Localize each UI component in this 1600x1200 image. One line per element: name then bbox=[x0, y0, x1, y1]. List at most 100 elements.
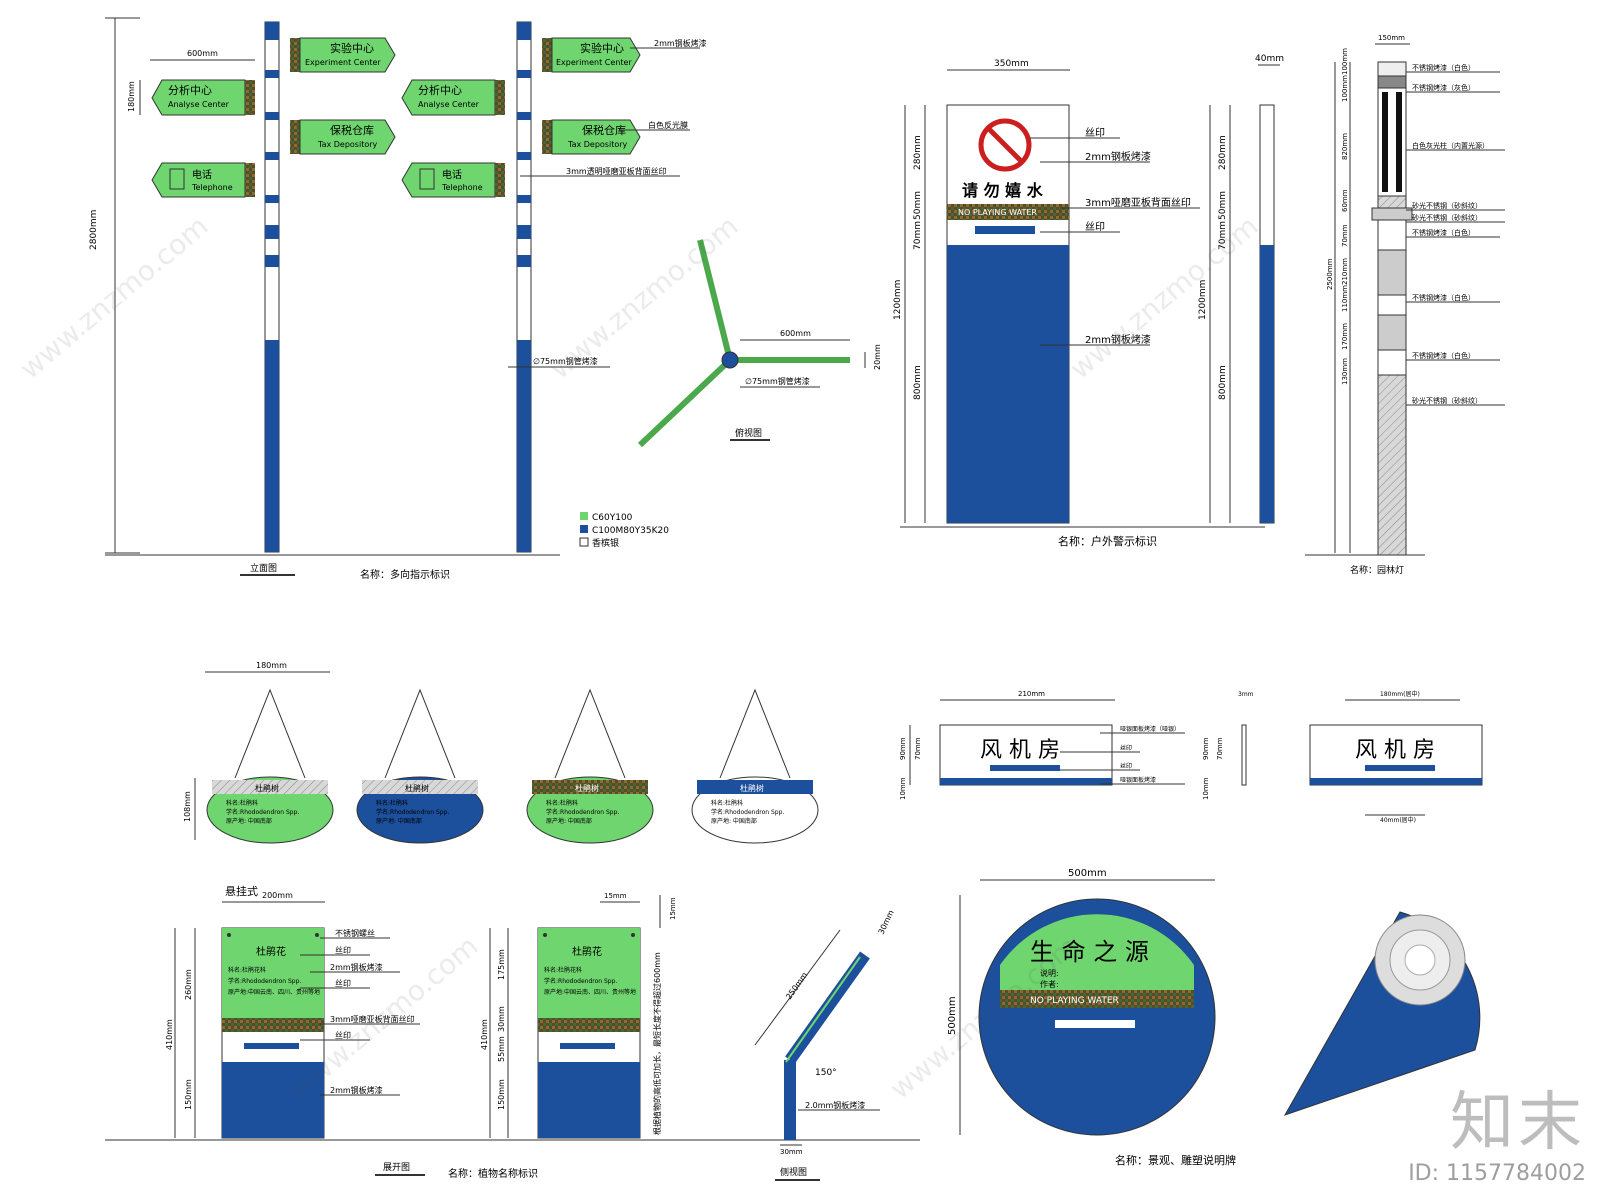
callout: 丝印 bbox=[1085, 221, 1105, 233]
section-name: 名称：户外警示标识 bbox=[1058, 534, 1157, 548]
sign-experiment: 实验中心 Experiment Center bbox=[290, 37, 396, 73]
hanging-signs: 180mm 108mm 杜鹃树 科名:杜鹃科 学名:Rhododendron S… bbox=[183, 661, 819, 844]
dim-label: 60mm bbox=[1341, 189, 1349, 212]
callout: 2mm钢板烤漆 bbox=[654, 38, 707, 48]
dim-label: 50mm bbox=[913, 191, 923, 220]
callout: 丝印 bbox=[1120, 762, 1132, 770]
oval-line: 学名:Rhododendron Spp. bbox=[376, 808, 449, 816]
section-name: 名称：园林灯 bbox=[1350, 564, 1404, 576]
sign-cn: 分析中心 bbox=[418, 83, 462, 97]
callout: 2mm钢板烤漆 bbox=[330, 962, 383, 972]
plant-line: 原产地:中国云南、四川、贵州等地 bbox=[544, 988, 636, 996]
plant-line: 学名:Rhododendron Spp. bbox=[544, 977, 617, 985]
sculpture-title: 生 命 之 源 bbox=[1030, 938, 1149, 966]
signpost-top-view: 600mm 20mm ∅75mm钢管烤漆 俯视图 bbox=[637, 239, 882, 448]
sign-en: Telephone bbox=[191, 183, 233, 192]
dim-label: 70mm bbox=[1218, 221, 1228, 250]
callout: 不锈钢烤漆（灰色） bbox=[1412, 83, 1475, 92]
signpost-right: 实验中心 Experiment Center 分析中心 Analyse Cent… bbox=[401, 21, 707, 553]
height-dimension: 2800mm bbox=[89, 17, 140, 554]
dim-label: 3mm bbox=[1238, 691, 1254, 698]
dim-label: 210mm bbox=[1018, 690, 1045, 698]
oval-line: 学名:Rhododendron Spp. bbox=[546, 808, 619, 816]
sign-en: Tax Depository bbox=[317, 140, 378, 149]
dim-label: 30mm bbox=[780, 1148, 803, 1156]
oval-line: 科名:杜鹃科 bbox=[546, 799, 578, 807]
oval-title: 杜鹃树 bbox=[405, 783, 429, 793]
dim-label: 600mm bbox=[780, 329, 811, 338]
dim-label: 600mm bbox=[187, 49, 218, 58]
dim-label: 800mm bbox=[913, 365, 923, 400]
dim-label: 70mm bbox=[1341, 224, 1349, 247]
sculpture-band: NO PLAYING WATER bbox=[1030, 996, 1119, 1006]
oval-line: 科名:杜鹃科 bbox=[711, 799, 743, 807]
watermark-logo: 知末 bbox=[1450, 1086, 1586, 1160]
dim-label: 10mm bbox=[899, 777, 907, 800]
dim-label: 130mm bbox=[1341, 358, 1349, 385]
callout: 不锈钢螺丝 bbox=[335, 928, 375, 938]
callout: 2mm钢板烤漆 bbox=[1085, 333, 1151, 346]
sign-cn: 实验中心 bbox=[330, 41, 374, 55]
dim-label: 180mm(居中) bbox=[1380, 690, 1420, 698]
sign-cn: 实验中心 bbox=[580, 41, 624, 55]
callout: ∅75mm钢管烤漆 bbox=[533, 356, 598, 366]
sign-en: Analyse Center bbox=[168, 100, 230, 109]
dim-label: 50mm bbox=[1218, 191, 1228, 220]
callout: 丝印 bbox=[335, 1030, 351, 1040]
dim-label: 20mm bbox=[873, 344, 882, 370]
plant-line: 科名:杜鹃花科 bbox=[228, 966, 266, 974]
callout: 白色反光膜 bbox=[648, 120, 688, 130]
dim-label: 10mm bbox=[1202, 777, 1210, 800]
callout: 砂光不锈钢（砂斜纹） bbox=[1412, 213, 1482, 222]
sign-cn: 电话 bbox=[192, 168, 212, 181]
callout: 哑银面板烤漆 bbox=[1120, 776, 1156, 784]
sign-analyse: 分析中心 Analyse Center bbox=[401, 79, 505, 116]
callout: 根据植物的高低可加长，最短长度不得超过600mm bbox=[652, 952, 662, 1135]
room-text: 风 机 房 bbox=[980, 738, 1060, 763]
dim-label: 350mm bbox=[994, 59, 1029, 69]
dim-label: 800mm bbox=[1218, 365, 1228, 400]
dim-label: 30mm bbox=[877, 909, 896, 936]
dim-label: 55mm bbox=[497, 1036, 506, 1062]
oval-line: 科名:杜鹃科 bbox=[376, 799, 408, 807]
callout: 不锈钢烤漆（白色） bbox=[1412, 293, 1475, 302]
phone-icon bbox=[419, 168, 435, 190]
dim-label: 180mm bbox=[127, 81, 136, 112]
sculpture-line: 作者: bbox=[1040, 979, 1059, 989]
svg-text:www.znzmo.com: www.znzmo.com bbox=[13, 209, 214, 385]
dim-label: 200mm bbox=[262, 891, 293, 900]
dim-label: 175mm bbox=[497, 949, 506, 980]
plant-line: 科名:杜鹃花科 bbox=[544, 966, 582, 974]
legend-green: C60Y100 bbox=[592, 513, 633, 523]
dim-label: 500mm bbox=[947, 996, 958, 1035]
signpost-left: 实验中心 Experiment Center 分析中心 Analyse Cent… bbox=[127, 21, 396, 576]
dim-label: 1200mm bbox=[1198, 280, 1208, 320]
view-label: 俯视图 bbox=[735, 427, 762, 439]
oval-line: 原产地: 中国南部 bbox=[546, 817, 592, 825]
sign-cn: 保税仓库 bbox=[330, 123, 374, 137]
plant-title: 杜鹃花 bbox=[572, 945, 602, 958]
dim-label: 2500mm bbox=[1326, 258, 1334, 290]
dim-label: 150mm bbox=[497, 1079, 506, 1110]
dim-label: 108mm bbox=[183, 791, 192, 822]
dim-label: 280mm bbox=[913, 135, 923, 170]
phone-icon bbox=[169, 168, 185, 190]
dim-label: 70mm bbox=[914, 737, 922, 760]
sign-telephone: 电话 Telephone bbox=[401, 162, 505, 198]
callout: 哑银面板烤漆（哑银） bbox=[1120, 725, 1180, 733]
sign-en: Experiment Center bbox=[305, 58, 381, 67]
section-name: 名称：植物名称标识 bbox=[448, 1167, 538, 1180]
sculpture-section: 500mm 500mm 生 命 之 源 说明: 作者: NO PLAYING W… bbox=[947, 868, 1481, 1167]
callout: ∅75mm钢管烤漆 bbox=[745, 376, 810, 386]
dim-label: 110mm bbox=[1341, 285, 1349, 312]
oval-sign-green-2: 杜鹃树 科名:杜鹃科 学名:Rhododendron Spp. 原产地: 中国南… bbox=[526, 688, 654, 844]
callout: 3mm哑磨亚板背面丝印 bbox=[330, 1014, 415, 1024]
sign-cn: 分析中心 bbox=[168, 83, 212, 97]
dim-label: 1200mm bbox=[893, 280, 903, 320]
company-logo bbox=[975, 226, 1035, 234]
callout: 2mm钢板烤漆 bbox=[1085, 150, 1151, 163]
callout: 丝印 bbox=[1085, 127, 1105, 139]
view-label: 立面图 bbox=[250, 562, 277, 574]
dim-label: 210mm bbox=[1341, 258, 1349, 285]
